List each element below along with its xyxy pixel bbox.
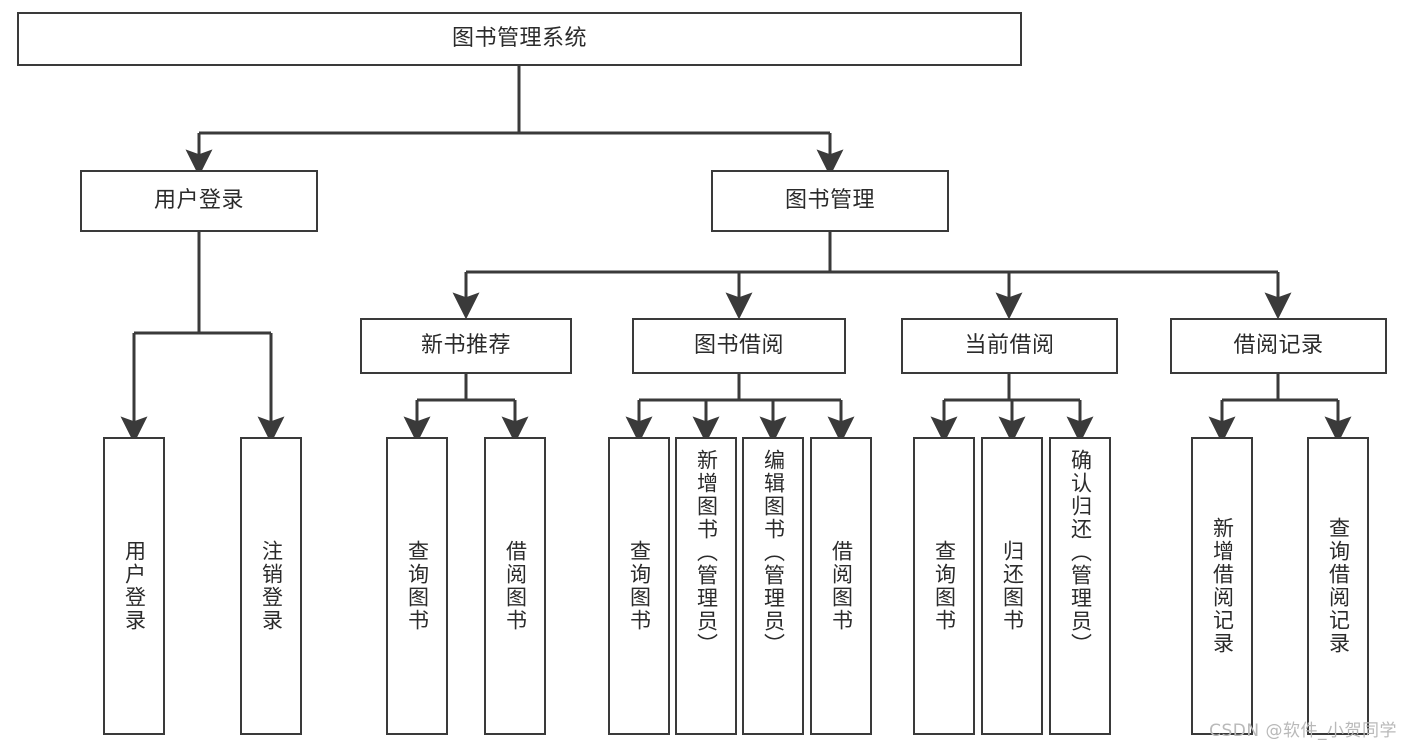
node-label: 当前借阅 [964, 333, 1055, 359]
leaf-logout[interactable]: 注销登录 [240, 437, 302, 735]
node-label: 借阅图书 [829, 540, 854, 632]
node-label: 编辑图书（管理员） [761, 449, 786, 656]
node-root-book-management-system[interactable]: 图书管理系统 [17, 12, 1022, 66]
leaf-user-login[interactable]: 用户登录 [103, 437, 165, 735]
node-label: 图书管理 [784, 188, 875, 214]
node-label: 图书管理系统 [451, 26, 587, 52]
node-label: 查询图书 [627, 540, 652, 632]
node-label: 新增图书（管理员） [694, 449, 719, 656]
leaf-borrow-book[interactable]: 借阅图书 [810, 437, 872, 735]
node-label: 图书借阅 [693, 333, 784, 359]
node-label: 用户登录 [122, 540, 147, 632]
node-book-management[interactable]: 图书管理 [711, 170, 949, 232]
node-label: 确认归还（管理员） [1068, 449, 1093, 656]
node-label: 借阅图书 [503, 540, 528, 632]
leaf-query-book-recommend[interactable]: 查询图书 [386, 437, 448, 735]
leaf-confirm-return-admin[interactable]: 确认归还（管理员） [1049, 437, 1111, 735]
leaf-add-book-admin[interactable]: 新增图书（管理员） [675, 437, 737, 735]
node-label: 新书推荐 [420, 333, 511, 359]
node-book-borrow[interactable]: 图书借阅 [632, 318, 846, 374]
node-label: 查询图书 [405, 540, 430, 632]
node-label: 查询借阅记录 [1326, 517, 1351, 655]
node-label: 归还图书 [1000, 540, 1025, 632]
node-label: 查询图书 [932, 540, 957, 632]
node-label: 用户登录 [153, 188, 244, 214]
node-new-book-recommend[interactable]: 新书推荐 [360, 318, 572, 374]
node-current-borrow[interactable]: 当前借阅 [901, 318, 1118, 374]
node-user-login[interactable]: 用户登录 [80, 170, 318, 232]
node-label: 借阅记录 [1233, 333, 1324, 359]
leaf-query-borrow-record[interactable]: 查询借阅记录 [1307, 437, 1369, 735]
leaf-edit-book-admin[interactable]: 编辑图书（管理员） [742, 437, 804, 735]
leaf-add-borrow-record[interactable]: 新增借阅记录 [1191, 437, 1253, 735]
leaf-query-book-borrow[interactable]: 查询图书 [608, 437, 670, 735]
node-label: 新增借阅记录 [1210, 517, 1235, 655]
node-label: 注销登录 [259, 540, 284, 632]
leaf-return-book[interactable]: 归还图书 [981, 437, 1043, 735]
leaf-query-book-current[interactable]: 查询图书 [913, 437, 975, 735]
node-borrow-record[interactable]: 借阅记录 [1170, 318, 1387, 374]
watermark-text: CSDN @软件_小贺同学 [1209, 721, 1397, 741]
leaf-borrow-book-recommend[interactable]: 借阅图书 [484, 437, 546, 735]
